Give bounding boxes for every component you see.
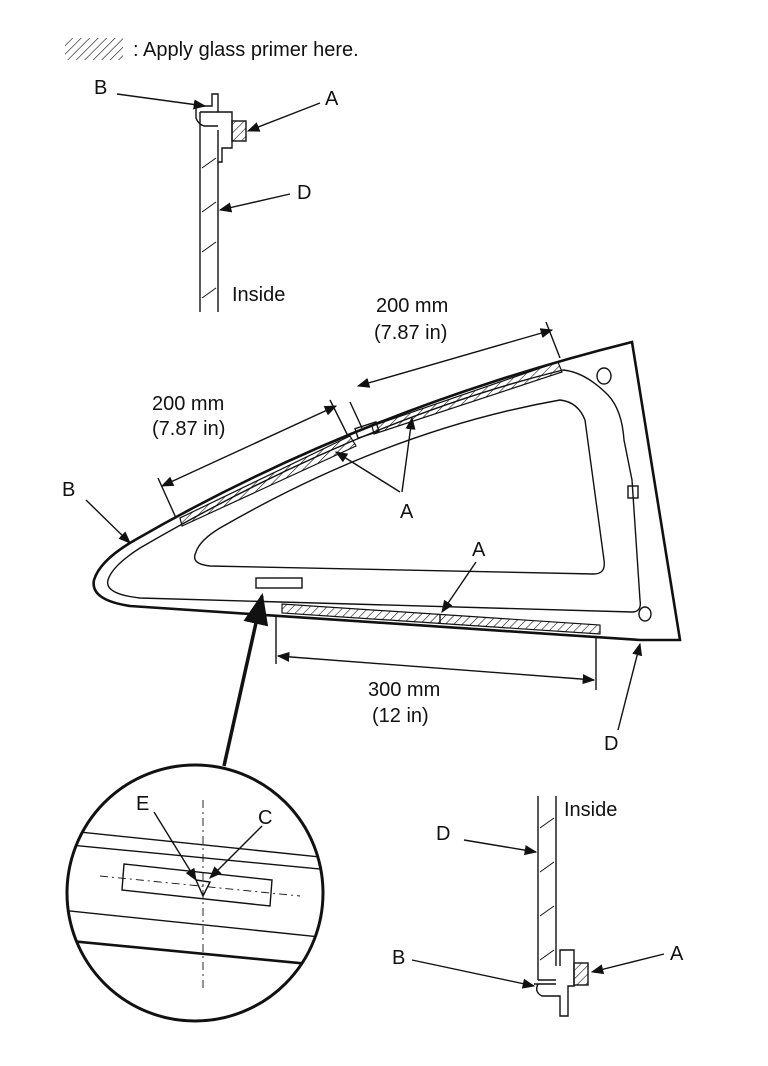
legend-text: : Apply glass primer here. <box>133 39 359 61</box>
main-label-b: B <box>62 479 75 501</box>
dim-upper-right-mm: 200 mm <box>376 295 448 317</box>
zoom-circle <box>65 763 325 1023</box>
dim-upper-left-mm: 200 mm <box>152 393 224 415</box>
zoom-label-c: C <box>258 807 272 829</box>
top-section-detail: B A D Inside <box>94 77 339 312</box>
primer-strip-lower <box>281 603 601 635</box>
bottom-label-d: D <box>436 823 450 845</box>
primer-strip-upper-right <box>371 361 563 435</box>
primer-hatch-swatch <box>65 38 123 60</box>
main-label-d: D <box>604 733 618 755</box>
glass-outline <box>92 340 682 642</box>
primer-block-a-top <box>231 120 247 142</box>
dim-upper-left-in: (7.87 in) <box>152 418 225 440</box>
dim-bottom-mm: 300 mm <box>368 679 440 701</box>
quarter-glass <box>92 340 682 642</box>
top-label-d: D <box>297 182 311 204</box>
top-label-inside: Inside <box>232 284 285 306</box>
main-label-a-upper: A <box>400 501 414 523</box>
zoom-pointer-arrow <box>222 592 269 767</box>
top-label-a: A <box>325 88 339 110</box>
bottom-section-detail: Inside D B A <box>392 796 684 1017</box>
zoom-label-e: E <box>136 793 149 815</box>
main-label-a-lower: A <box>472 539 486 561</box>
top-label-b: B <box>94 77 107 99</box>
dim-bottom-in: (12 in) <box>372 705 429 727</box>
main-glass-labels: B A A D <box>62 416 643 755</box>
primer-strip-upper-left <box>179 435 357 527</box>
primer-block-a-bottom <box>573 962 589 986</box>
bottom-label-b: B <box>392 947 405 969</box>
dim-upper-right-in: (7.87 in) <box>374 322 447 344</box>
zoom-detail: E C <box>65 763 325 1023</box>
bottom-label-inside: Inside <box>564 799 617 821</box>
dimensions: 200 mm (7.87 in) 200 mm (7.87 in) 300 mm… <box>152 295 597 727</box>
bottom-label-a: A <box>670 943 684 965</box>
legend: : Apply glass primer here. <box>65 38 359 61</box>
